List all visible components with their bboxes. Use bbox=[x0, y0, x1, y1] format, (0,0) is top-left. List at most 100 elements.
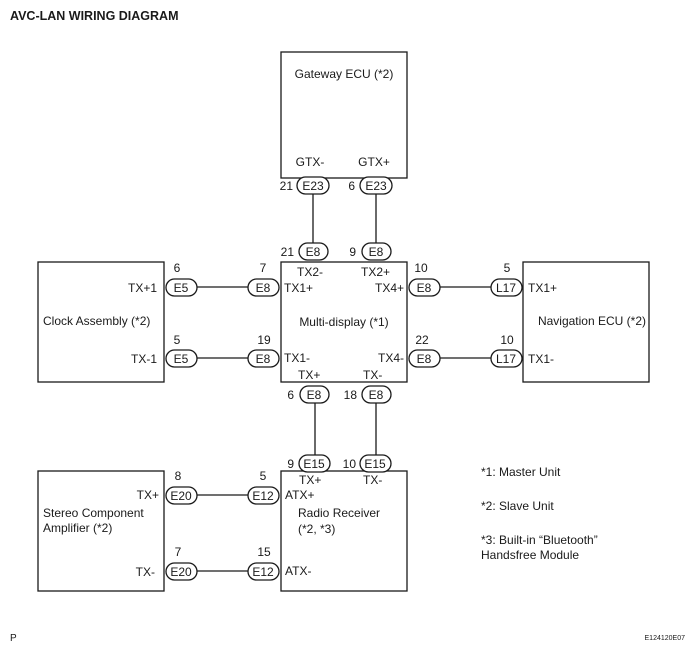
connector-stereo-bottom bbox=[165, 562, 198, 581]
radio-receiver-label-line1: Radio Receiver bbox=[298, 506, 380, 520]
stereo-tx-plus-label: TX+ bbox=[137, 488, 159, 502]
connector-md-right-top-label: E8 bbox=[417, 281, 432, 295]
pin-stereo-bottom: 7 bbox=[175, 545, 182, 559]
note-master-unit: *1: Master Unit bbox=[481, 465, 561, 479]
connector-clock-top-label: E5 bbox=[174, 281, 189, 295]
connector-md-right-bottom-label: E8 bbox=[417, 352, 432, 366]
pin-clock-bottom: 5 bbox=[174, 333, 181, 347]
connector-gw-left-label: E23 bbox=[302, 179, 324, 193]
connector-stereo-top bbox=[165, 486, 198, 505]
note-bluetooth-line2: Handsfree Module bbox=[481, 548, 579, 562]
gateway-ecu-label: Gateway ECU (*2) bbox=[295, 67, 394, 81]
md-tx4-minus-label: TX4- bbox=[378, 351, 404, 365]
pin-gw-left: 21 bbox=[280, 179, 294, 193]
radio-receiver-box bbox=[280, 470, 408, 592]
navigation-ecu-label: Navigation ECU (*2) bbox=[538, 314, 646, 328]
connector-md-right-top bbox=[408, 278, 441, 297]
connector-nav-bottom bbox=[490, 349, 523, 368]
pin-nav-top: 5 bbox=[504, 261, 511, 275]
pin-md-top-left: 21 bbox=[281, 245, 295, 259]
md-tx-minus-label: TX- bbox=[363, 368, 382, 382]
connector-nav-top-label: L17 bbox=[496, 281, 516, 295]
pin-md-right-bottom: 22 bbox=[415, 333, 429, 347]
connector-radio-left-bottom-label: E12 bbox=[252, 565, 274, 579]
connector-md-left-top-label: E8 bbox=[256, 281, 271, 295]
connector-clock-bottom-label: E5 bbox=[174, 352, 189, 366]
pin-stereo-top: 8 bbox=[175, 469, 182, 483]
connector-md-bottom-right bbox=[361, 385, 392, 404]
connector-radio-left-top-label: E12 bbox=[252, 489, 274, 503]
radio-tx-plus-label: TX+ bbox=[299, 473, 321, 487]
clock-assembly-box bbox=[37, 261, 165, 383]
gateway-ecu-box bbox=[280, 51, 408, 179]
pin-md-left-top: 7 bbox=[260, 261, 267, 275]
connector-clock-top bbox=[165, 278, 198, 297]
wires bbox=[197, 194, 491, 572]
gtx-minus-label: GTX- bbox=[296, 155, 325, 169]
pin-md-left-bottom: 19 bbox=[257, 333, 271, 347]
clock-assembly-label: Clock Assembly (*2) bbox=[43, 314, 150, 328]
nav-tx1-plus-label: TX1+ bbox=[528, 281, 557, 295]
md-tx1-minus-label: TX1- bbox=[284, 351, 310, 365]
radio-atx-minus-label: ATX- bbox=[285, 564, 311, 578]
connector-nav-top bbox=[490, 278, 523, 297]
pin-gw-right: 6 bbox=[348, 179, 355, 193]
pin-md-bottom-right: 18 bbox=[344, 388, 358, 402]
nav-tx1-minus-label: TX1- bbox=[528, 352, 554, 366]
connector-radio-top-right-label: E15 bbox=[364, 457, 386, 471]
md-tx4-plus-label: TX4+ bbox=[375, 281, 404, 295]
connector-clock-bottom bbox=[165, 349, 198, 368]
pin-radio-top-left: 9 bbox=[287, 457, 294, 471]
connector-stereo-bottom-label: E20 bbox=[170, 565, 192, 579]
connector-radio-top-right bbox=[359, 454, 392, 473]
connector-radio-top-left-label: E15 bbox=[303, 457, 325, 471]
multi-display-label: Multi-display (*1) bbox=[299, 315, 388, 329]
radio-atx-plus-label: ATX+ bbox=[285, 488, 314, 502]
connector-md-bottom-right-label: E8 bbox=[369, 388, 384, 402]
stereo-amplifier-label-line2: Amplifier (*2) bbox=[43, 521, 112, 535]
note-bluetooth-line1: *3: Built-in “Bluetooth” bbox=[481, 533, 598, 547]
stereo-tx-minus-label: TX- bbox=[136, 565, 155, 579]
connector-radio-left-top bbox=[247, 486, 280, 505]
connector-radio-left-bottom bbox=[247, 562, 280, 581]
connector-stereo-top-label: E20 bbox=[170, 489, 192, 503]
radio-receiver-label-line2: (*2, *3) bbox=[298, 522, 335, 536]
clock-tx-minus-label: TX-1 bbox=[131, 352, 157, 366]
md-tx-plus-label: TX+ bbox=[298, 368, 320, 382]
pin-md-top-right: 9 bbox=[349, 245, 356, 259]
connector-md-bottom-left-label: E8 bbox=[307, 388, 322, 402]
gtx-plus-label: GTX+ bbox=[358, 155, 390, 169]
connector-md-left-bottom bbox=[247, 349, 280, 368]
connector-md-top-left bbox=[298, 242, 329, 261]
corner-mark-right: E124120E07 bbox=[645, 635, 686, 642]
stereo-amplifier-label-line1: Stereo Component bbox=[43, 506, 144, 520]
pin-radio-top-right: 10 bbox=[343, 457, 357, 471]
diagram-title: AVC-LAN WIRING DIAGRAM bbox=[10, 9, 179, 23]
connector-md-right-bottom bbox=[408, 349, 441, 368]
connector-gw-right bbox=[359, 176, 393, 195]
corner-mark-left: P bbox=[10, 633, 17, 644]
radio-tx-minus-label: TX- bbox=[363, 473, 382, 487]
connector-md-top-right-label: E8 bbox=[369, 245, 384, 259]
connector-gw-left bbox=[296, 176, 330, 195]
connector-radio-top-left bbox=[298, 454, 331, 473]
md-tx1-plus-label: TX1+ bbox=[284, 281, 313, 295]
pin-md-right-top: 10 bbox=[414, 261, 428, 275]
multi-display-box bbox=[280, 261, 408, 383]
stereo-amplifier-box bbox=[37, 470, 165, 592]
connector-md-top-left-label: E8 bbox=[306, 245, 321, 259]
connector-md-bottom-left bbox=[299, 385, 330, 404]
note-slave-unit: *2: Slave Unit bbox=[481, 499, 554, 513]
clock-tx-plus-label: TX+1 bbox=[128, 281, 157, 295]
pin-radio-left-top: 5 bbox=[260, 469, 267, 483]
pin-clock-top: 6 bbox=[174, 261, 181, 275]
navigation-ecu-box bbox=[522, 261, 650, 383]
md-tx2-minus-label: TX2- bbox=[297, 265, 323, 279]
md-tx2-plus-label: TX2+ bbox=[361, 265, 390, 279]
connector-md-left-top bbox=[247, 278, 280, 297]
connector-nav-bottom-label: L17 bbox=[496, 352, 516, 366]
connector-md-top-right bbox=[361, 242, 392, 261]
pin-md-bottom-left: 6 bbox=[287, 388, 294, 402]
connector-md-left-bottom-label: E8 bbox=[256, 352, 271, 366]
